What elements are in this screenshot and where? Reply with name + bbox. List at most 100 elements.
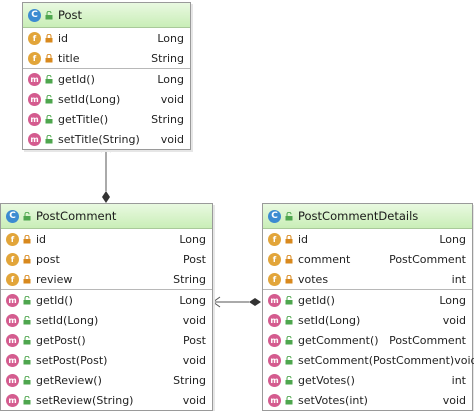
unlock-icon (45, 10, 53, 20)
field-icon: f (28, 51, 41, 65)
lock-icon (23, 274, 31, 284)
unlock-icon (23, 295, 31, 305)
fields-section: f id Long f title String (23, 28, 190, 69)
method-name: setVotes(int) (298, 393, 368, 407)
method-icon: m (6, 333, 19, 347)
method-icon: m (268, 393, 281, 407)
method-name: getPost() (36, 333, 86, 347)
method-icon: m (268, 313, 281, 327)
method-type: String (151, 112, 184, 126)
methods-section: m getId() Long m setId(Long) void m getC… (263, 290, 474, 410)
method-row[interactable]: m setId(Long) void (1, 310, 212, 330)
method-name: getId() (298, 293, 335, 307)
unlock-icon (285, 211, 293, 221)
unlock-icon (45, 134, 53, 144)
field-icon: f (268, 232, 281, 246)
field-row[interactable]: f id Long (263, 229, 472, 249)
field-type: int (451, 272, 466, 286)
field-row[interactable]: f id Long (23, 28, 190, 48)
method-type: PostComment (389, 333, 466, 347)
fields-section: f id Long f post Post f review String (1, 229, 212, 290)
method-row[interactable]: m getId() Long (23, 69, 190, 89)
field-name: id (298, 232, 309, 246)
method-row[interactable]: m setPost(Post) void (1, 350, 212, 370)
field-row[interactable]: f votes int (263, 269, 472, 289)
method-icon: m (6, 393, 19, 407)
method-row[interactable]: m setId(Long) void (263, 310, 472, 330)
unlock-icon (285, 355, 293, 365)
method-icon: m (6, 373, 19, 387)
method-icon: m (6, 293, 19, 307)
unlock-icon (45, 94, 53, 104)
field-row[interactable]: f comment PostComment (263, 249, 472, 269)
method-type: Long (157, 72, 184, 86)
method-name: getReview() (36, 373, 102, 387)
method-type: void (182, 313, 206, 327)
method-name: getId() (36, 293, 73, 307)
class-name: Post (58, 8, 83, 22)
method-row[interactable]: m getVotes() int (263, 370, 472, 390)
method-type: Post (182, 333, 206, 347)
field-type: PostComment (389, 252, 466, 266)
method-row[interactable]: m getReview() String (1, 370, 212, 390)
field-row[interactable]: f post Post (1, 249, 212, 269)
method-name: setId(Long) (36, 313, 99, 327)
method-row[interactable]: m getId() Long (263, 290, 472, 310)
lock-icon (285, 274, 293, 284)
methods-section: m getId() Long m setId(Long) void m getT… (23, 69, 190, 149)
method-row[interactable]: m setComment(PostComment) void (263, 350, 474, 370)
field-name: id (36, 232, 47, 246)
method-type: int (451, 373, 466, 387)
method-icon: m (6, 353, 19, 367)
class-postcomment[interactable]: C PostComment f id Long f post Post f re… (0, 203, 213, 411)
method-icon: m (28, 132, 41, 146)
field-name: comment (298, 252, 351, 266)
method-row[interactable]: m getComment() PostComment (263, 330, 472, 350)
method-row[interactable]: m setVotes(int) void (263, 390, 472, 410)
field-row[interactable]: f title String (23, 48, 190, 68)
method-name: getTitle() (58, 112, 109, 126)
unlock-icon (285, 375, 293, 385)
class-icon: C (268, 209, 281, 223)
method-type: void (160, 92, 184, 106)
class-header: C PostComment (1, 204, 212, 229)
field-icon: f (6, 252, 19, 266)
field-type: String (173, 272, 206, 286)
method-icon: m (268, 373, 281, 387)
class-postcommentdetails[interactable]: C PostCommentDetails f id Long f comment… (262, 203, 474, 411)
method-row[interactable]: m getTitle() String (23, 109, 190, 129)
field-name: post (36, 252, 60, 266)
method-row[interactable]: m getPost() Post (1, 330, 212, 350)
field-row[interactable]: f review String (1, 269, 212, 289)
class-post[interactable]: C Post f id Long f title String m getId(… (22, 2, 191, 150)
field-icon: f (6, 232, 19, 246)
method-row[interactable]: m setTitle(String) void (23, 129, 190, 149)
lock-icon (45, 33, 53, 43)
method-icon: m (28, 72, 41, 86)
unlock-icon (23, 355, 31, 365)
method-row[interactable]: m setReview(String) void (1, 390, 212, 410)
method-name: getId() (58, 72, 95, 86)
field-name: review (36, 272, 73, 286)
unlock-icon (285, 315, 293, 325)
composition-postcomment-postcommentdetails (212, 296, 261, 308)
method-icon: m (6, 313, 19, 327)
method-type: String (173, 373, 206, 387)
unlock-icon (285, 295, 293, 305)
field-icon: f (268, 272, 281, 286)
method-row[interactable]: m getId() Long (1, 290, 212, 310)
class-name: PostCommentDetails (298, 209, 419, 223)
class-name: PostComment (36, 209, 117, 223)
unlock-icon (285, 335, 293, 345)
method-icon: m (28, 112, 41, 126)
field-row[interactable]: f id Long (1, 229, 212, 249)
method-name: getVotes() (298, 373, 355, 387)
fields-section: f id Long f comment PostComment f votes … (263, 229, 472, 290)
composition-post-postcomment (100, 144, 112, 203)
field-name: title (58, 51, 80, 65)
method-icon: m (268, 293, 281, 307)
method-row[interactable]: m setId(Long) void (23, 89, 190, 109)
class-icon: C (28, 8, 41, 22)
unlock-icon (23, 335, 31, 345)
